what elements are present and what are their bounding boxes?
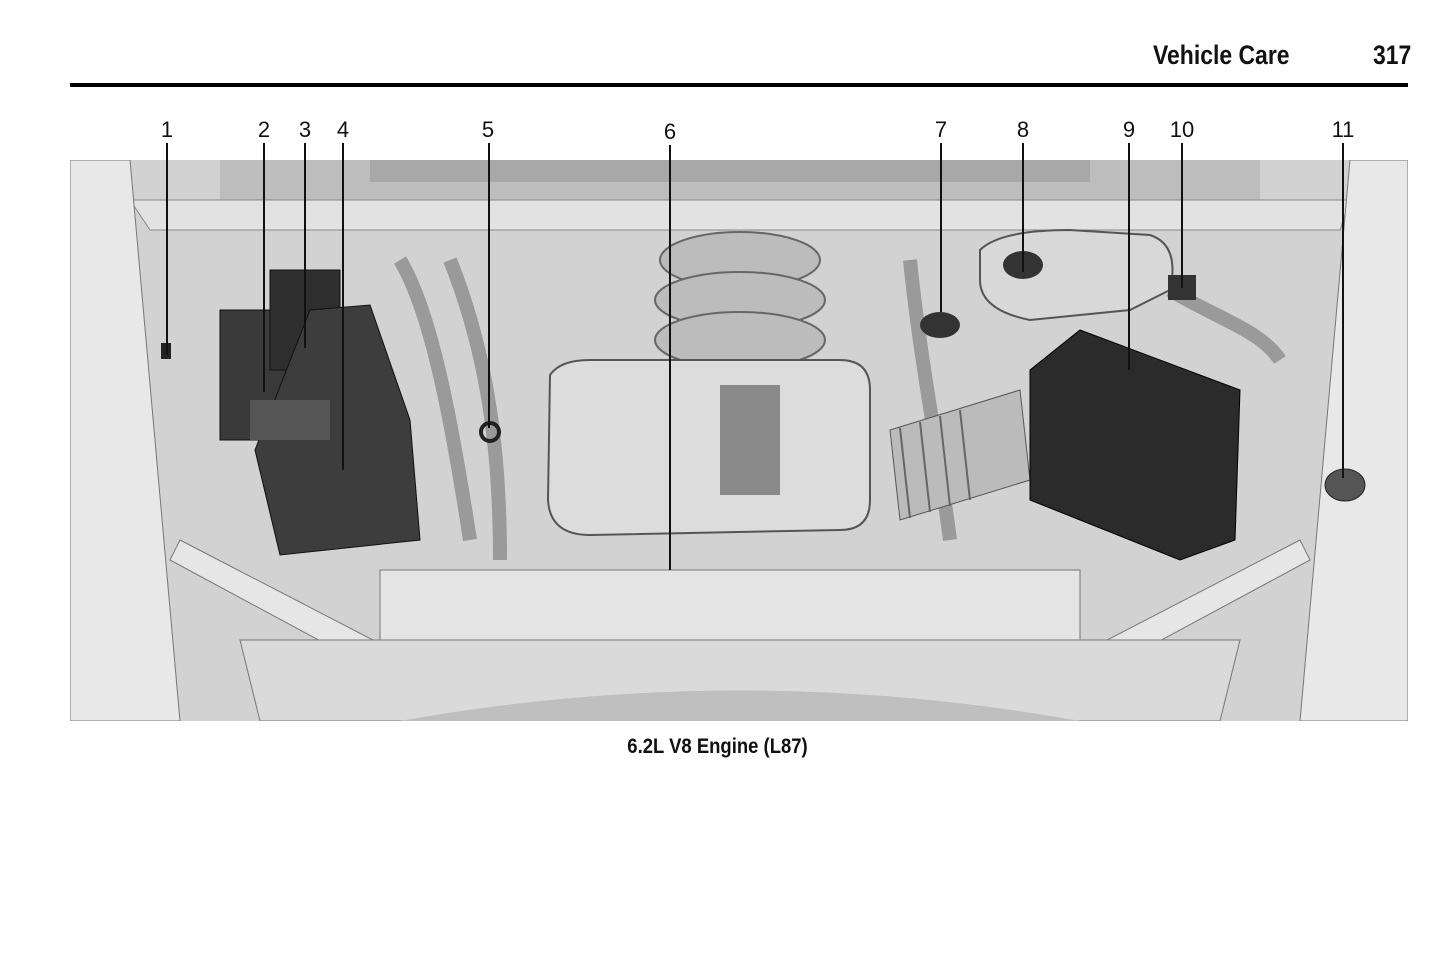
callout-11: 11 bbox=[1331, 117, 1355, 142]
engine-compartment-illustration bbox=[70, 160, 1408, 721]
callout-7: 7 bbox=[934, 117, 948, 142]
callout-6: 6 bbox=[663, 119, 677, 144]
page-number: 317 bbox=[1373, 40, 1412, 70]
figure-caption-text: 6.2L V8 Engine (L87) bbox=[627, 735, 808, 758]
callout-5: 5 bbox=[481, 117, 495, 142]
callout-8: 8 bbox=[1016, 117, 1030, 142]
callout-2: 2 bbox=[257, 117, 271, 142]
callout-10: 10 bbox=[1169, 117, 1195, 142]
figure-caption: 6.2L V8 Engine (L87) bbox=[0, 735, 1445, 759]
header-rule bbox=[70, 83, 1408, 87]
callout-1: 1 bbox=[160, 117, 174, 142]
callout-4: 4 bbox=[336, 117, 350, 142]
callout-3: 3 bbox=[298, 117, 312, 142]
callout-9: 9 bbox=[1122, 117, 1136, 142]
section-title: Vehicle Care bbox=[1153, 40, 1290, 70]
